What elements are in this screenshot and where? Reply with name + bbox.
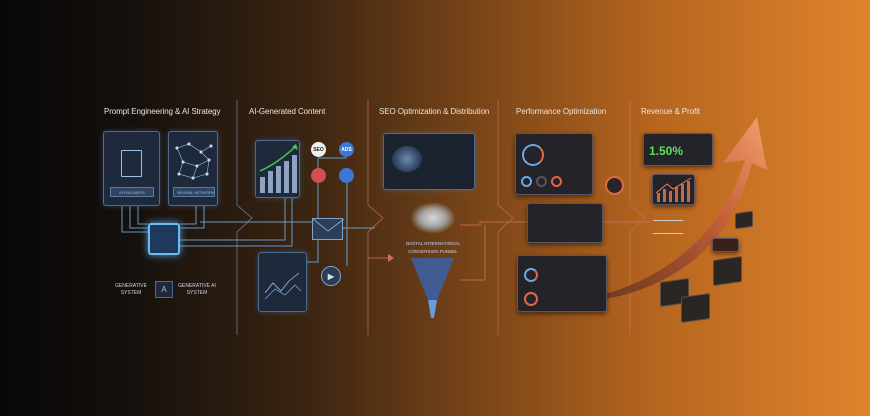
funnel-caption-line2: CONVERSION FUNNEL: [408, 249, 458, 254]
panel-button-label: NEURAL NETWORK: [177, 190, 215, 195]
growth-bar-chart: [259, 144, 298, 193]
section-title-prompt-engineering: Prompt Engineering & AI Strategy: [104, 107, 221, 116]
analytics-panel: [383, 133, 475, 190]
document-icon: [121, 150, 142, 177]
audience-people-icon: [410, 202, 456, 234]
metrics-panel: [517, 255, 607, 312]
ai-logo-icon: A: [155, 281, 173, 298]
package-box-icon: [713, 255, 742, 287]
network-panel: NEURAL NETWORK: [168, 131, 218, 206]
package-box-icon: [681, 292, 710, 324]
social-icon: [311, 168, 326, 183]
section-title-performance: Performance Optimization: [516, 107, 607, 116]
growth-arrow: [598, 117, 767, 300]
performance-dashboard-panel: [515, 133, 593, 195]
seo-icon: SEO: [311, 142, 326, 157]
bar-chart-panel: [255, 140, 300, 198]
ai-chip-icon: [148, 223, 180, 255]
funnel-caption-line1: DIGITAL INTERNATIONAL: [406, 241, 460, 246]
line-chart-panel: [258, 252, 307, 312]
revenue-metric-value: 1.50%: [649, 144, 684, 158]
play-icon[interactable]: ▶: [321, 266, 341, 286]
connection-nodes-icon: [653, 220, 683, 234]
ads-icon: ADS: [339, 142, 354, 157]
revenue-metric-panel: 1.50%: [643, 133, 713, 166]
generative-system-label: GENERATIVE SYSTEM: [115, 283, 147, 296]
line-chart: [264, 272, 302, 300]
workflow-panel: [527, 203, 603, 243]
envelope-icon: [312, 218, 344, 240]
panel-button-label: AI ENGINEER: [119, 190, 145, 195]
mail-icon: [339, 168, 354, 183]
section-title-seo: SEO Optimization & Distribution: [379, 107, 490, 116]
generative-ai-system-label: GENERATIVE AI SYSTEM: [178, 283, 216, 296]
package-box-icon: [735, 210, 753, 230]
section-title-ai-content: AI-Generated Content: [249, 107, 326, 116]
reward-badge: [712, 238, 739, 252]
document-panel: AI ENGINEER: [103, 131, 160, 206]
network-graph-icon: [175, 142, 213, 180]
gauge-icon: [522, 144, 544, 166]
data-cloud-icon: [392, 146, 422, 172]
settings-gear-icon[interactable]: [605, 176, 624, 195]
revenue-chart-panel: [652, 174, 695, 205]
section-title-revenue: Revenue & Profit: [641, 107, 700, 116]
